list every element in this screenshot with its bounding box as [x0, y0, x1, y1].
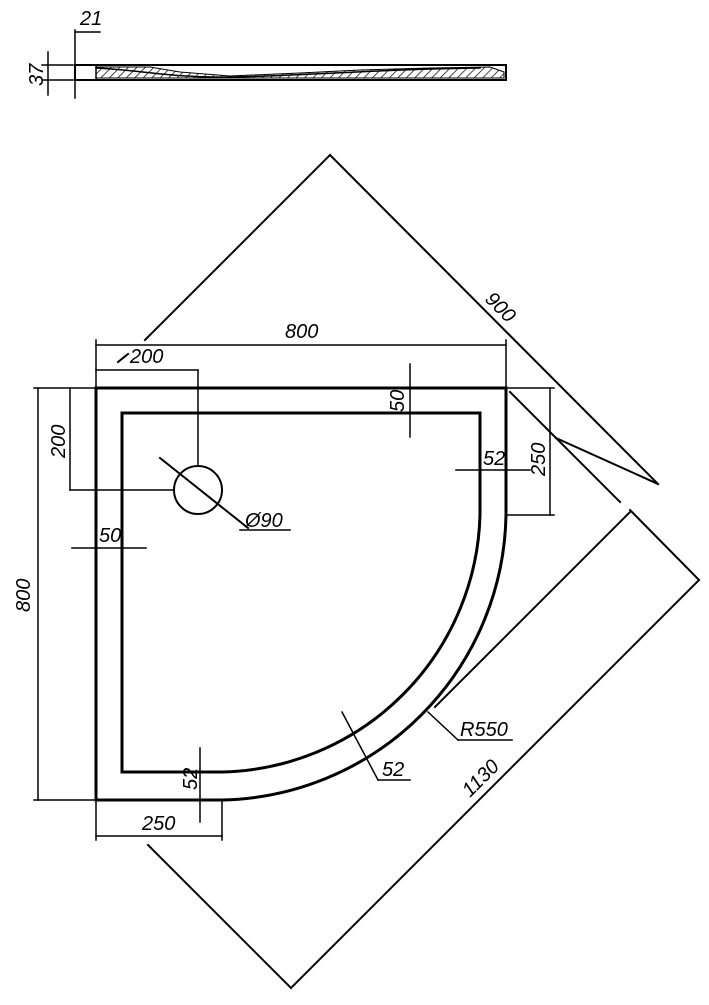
dim-250-bottom-label: 250	[141, 813, 175, 835]
dim-900-ext-right	[508, 390, 622, 504]
plan-view: Ø90 800 200 800 200 50 50 52 250	[13, 153, 701, 990]
drain-diameter-label: Ø90	[244, 510, 283, 532]
dim-21-label: 21	[79, 8, 102, 30]
dim-200-x-label: 200	[129, 346, 163, 368]
dim-1130-ext-bottom	[146, 843, 293, 990]
dim-1130-ext-right	[628, 508, 701, 582]
dim-1130-ref	[433, 510, 632, 709]
dim-900-ext-left	[143, 153, 332, 342]
profile-inner-surface	[95, 67, 481, 78]
dim-1130-label: 1130	[458, 756, 504, 802]
radius-leader	[426, 710, 460, 742]
dim-50-top-label: 50	[387, 390, 409, 412]
dim-52-bottom-label: 52	[180, 768, 202, 790]
tray-outer-outline	[94, 386, 508, 802]
dim-1130-line	[289, 578, 701, 990]
dim-200-y-label: 200	[48, 425, 70, 459]
dim-900-line	[328, 153, 660, 486]
dim-1130-ext-top	[554, 436, 660, 486]
dim-800-depth-label: 800	[13, 579, 35, 612]
dim-200x-tick	[116, 352, 130, 364]
drain-leader	[158, 456, 250, 530]
dim-52-right-label: 52	[483, 448, 505, 470]
dim-52-arc-line	[340, 710, 380, 782]
profile-view: 37 21	[26, 8, 507, 99]
radius-label: R550	[460, 719, 508, 741]
dim-900-label: 900	[480, 288, 519, 327]
dim-800-width-label: 800	[285, 321, 318, 343]
dim-52-arc-label: 52	[382, 759, 404, 781]
dim-37-label: 37	[26, 63, 48, 86]
tray-inner-outline	[120, 411, 482, 774]
dim-50-left-label: 50	[99, 525, 121, 547]
dim-250-right-label: 250	[528, 443, 550, 477]
drain-circle	[173, 465, 223, 515]
